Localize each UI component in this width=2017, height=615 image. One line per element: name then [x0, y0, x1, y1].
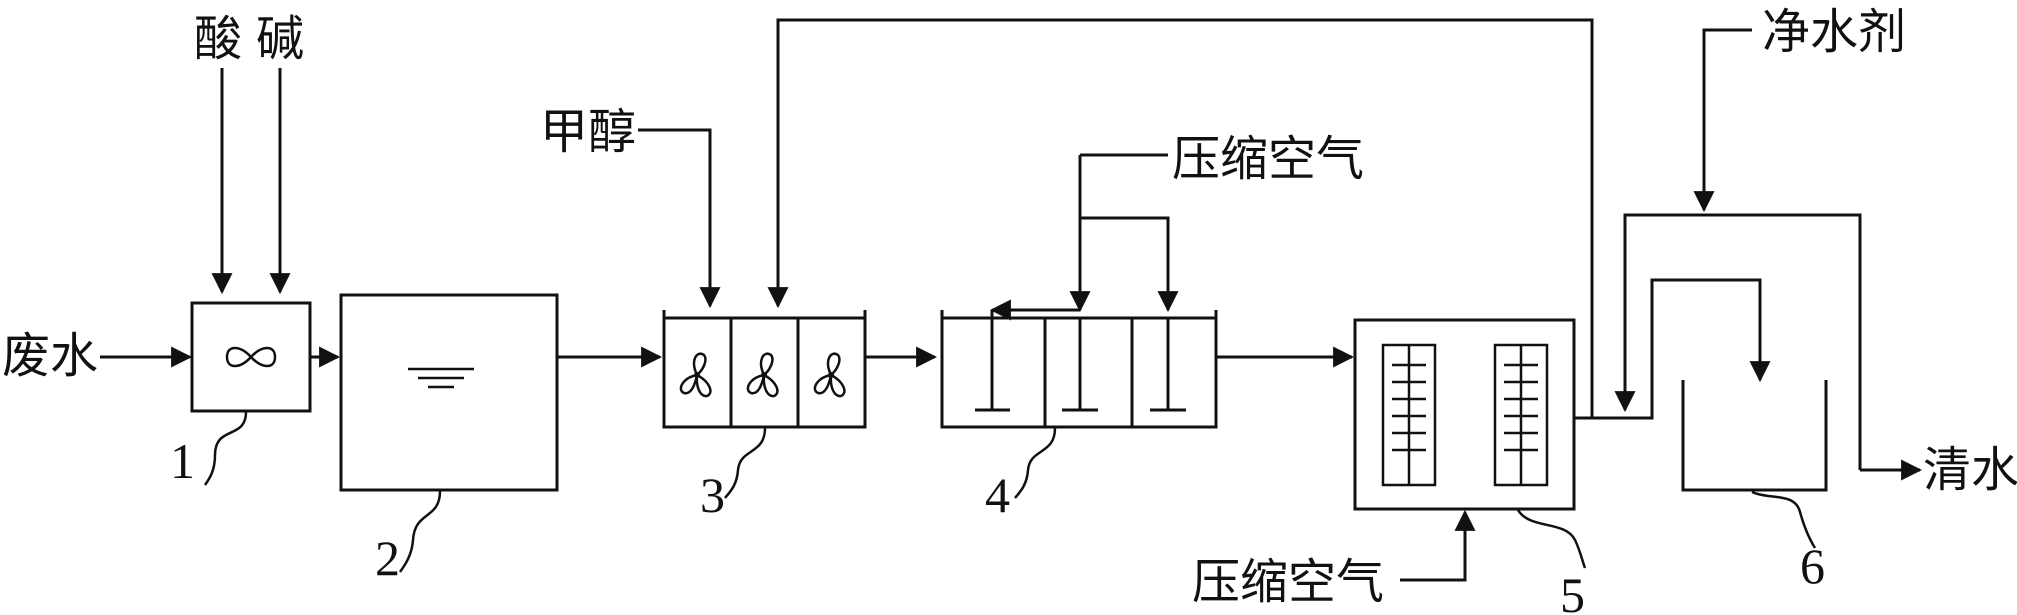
membrane-module-1 [1381, 343, 1437, 487]
unit-1-number: 1 [170, 433, 195, 489]
propeller-icon-3 [813, 352, 846, 398]
methanol-label: 甲醇 [540, 104, 636, 160]
water-level-icon [408, 367, 474, 389]
regulating-tank [339, 293, 559, 492]
acid-label: 酸 [194, 11, 242, 67]
diffuser-1 [975, 310, 1010, 412]
compressed-air-bottom-label: 压缩空气 [1192, 554, 1384, 610]
purifier-label: 净水剂 [1762, 4, 1906, 60]
unit-5-number: 5 [1560, 567, 1585, 615]
base-label: 碱 [256, 11, 304, 67]
air-feed-right [1080, 216, 1179, 313]
flow-to-tank-6 [1648, 278, 1771, 420]
unit-1-leader [203, 411, 248, 486]
recycle-line [767, 18, 1594, 418]
membrane-reactor [1353, 318, 1576, 511]
diffuser-2 [1062, 318, 1098, 412]
clean-water-label: 清水 [1923, 442, 2017, 498]
methanol-feed-line [638, 128, 721, 309]
mixer-icon [225, 346, 277, 368]
unit-6-leader [1751, 490, 1817, 549]
compressed-air-top-label: 压缩空气 [1172, 131, 1364, 187]
propeller-icon-2 [746, 352, 779, 398]
purifier-feed-line [1693, 28, 1752, 213]
unit-4-number: 4 [985, 467, 1010, 523]
wastewater-label: 废水 [2, 328, 98, 384]
unit-5-leader [1516, 509, 1587, 569]
diffuser-3 [1150, 318, 1186, 412]
unit-2-number: 2 [375, 530, 400, 586]
compressed-air-bottom-line [1400, 509, 1476, 582]
unit-3-leader [724, 427, 767, 499]
unit-3-number: 3 [700, 467, 725, 523]
clean-water-tank [1681, 380, 1828, 492]
unit-6-number: 6 [1800, 538, 1825, 594]
unit-2-leader [398, 490, 442, 573]
unit-4-leader [1014, 427, 1057, 499]
purifier-loop-line [1614, 213, 1862, 470]
propeller-icon-1 [679, 352, 712, 398]
membrane-module-2 [1493, 343, 1549, 487]
